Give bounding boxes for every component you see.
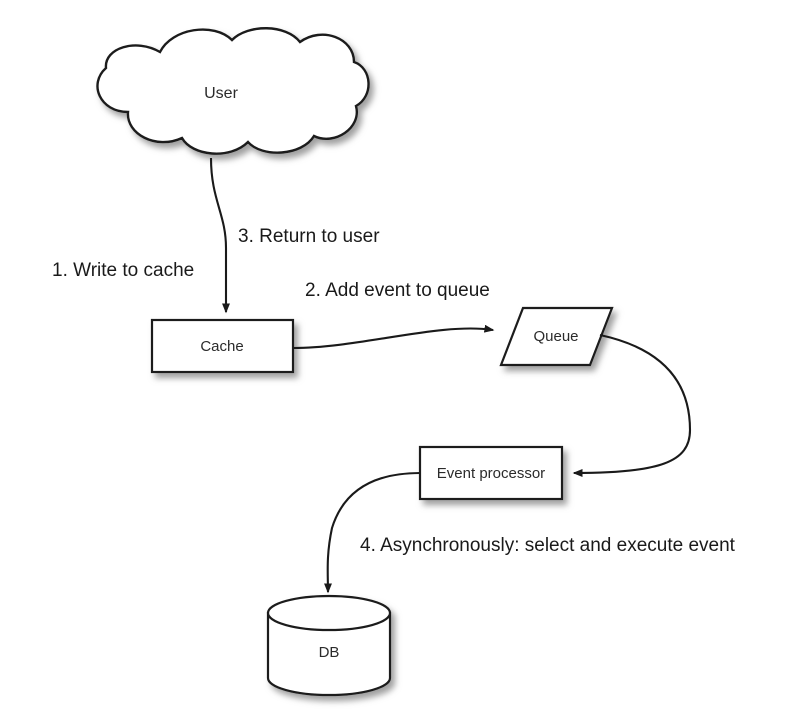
edge-user-to-cache — [209, 157, 230, 314]
edge-event-processor-to-db — [323, 471, 421, 594]
node-event-processor-label: Event processor — [437, 465, 545, 482]
node-db-label: DB — [319, 644, 340, 661]
edge-cache-to-queue — [292, 324, 495, 350]
edge-label-step2: 2. Add event to queue — [305, 280, 490, 301]
node-queue[interactable]: Queue — [499, 306, 614, 367]
edge-label-step4: 4. Asynchronously: select and execute ev… — [360, 535, 736, 556]
node-cache[interactable]: Cache — [150, 318, 295, 374]
node-db[interactable]: DB — [266, 594, 392, 697]
edge-label-step3: 3. Return to user — [238, 226, 380, 247]
edge-queue-to-event-processor — [572, 333, 692, 477]
edge-label-step1: 1. Write to cache — [52, 260, 194, 281]
node-user[interactable]: User — [96, 27, 370, 155]
node-user-label: User — [204, 85, 238, 102]
node-cache-label: Cache — [200, 338, 243, 355]
node-event-processor[interactable]: Event processor — [418, 445, 564, 501]
node-queue-label: Queue — [533, 328, 578, 345]
